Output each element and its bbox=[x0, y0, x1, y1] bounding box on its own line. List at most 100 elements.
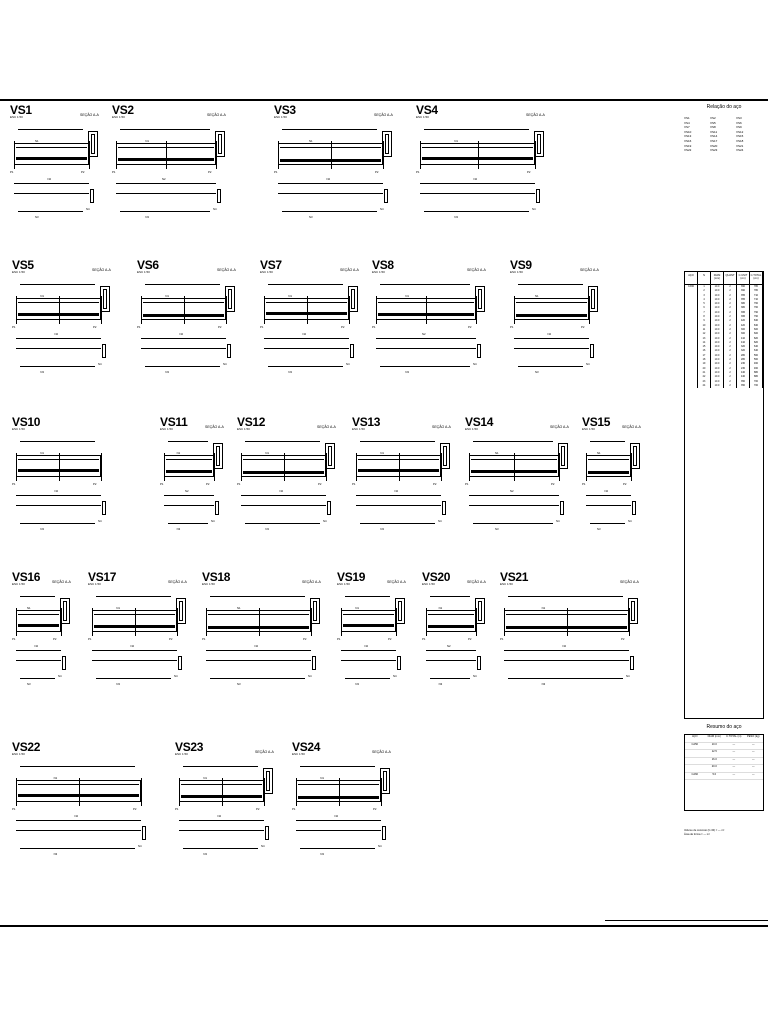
steel-table-cell: 10.0 bbox=[711, 383, 724, 389]
summary-cell: — bbox=[751, 772, 755, 776]
vs17-rebar-label-n4: N4 bbox=[174, 674, 178, 678]
summary-title: Resumo do aço bbox=[706, 724, 742, 730]
vs16-rebar-bottom bbox=[18, 624, 59, 627]
vs18-rebar-label-n4: N4 bbox=[308, 674, 312, 678]
vs15-support-right bbox=[631, 453, 632, 481]
vs22-rebar-label-n4: N4 bbox=[138, 844, 142, 848]
vs18-support-label-left: P1 bbox=[202, 637, 206, 641]
vs16-stirrup-detail bbox=[62, 656, 66, 670]
steel-table-cell: 640 bbox=[750, 345, 763, 350]
relation-item: VS1 bbox=[684, 116, 690, 120]
vs18-support-label-right: P2 bbox=[303, 637, 307, 641]
vs24-support-label-left: P1 bbox=[292, 807, 296, 811]
summary-cell bbox=[685, 765, 705, 772]
steel-table-cell: 395 bbox=[737, 310, 750, 316]
steel-table-cell: 16 bbox=[698, 349, 711, 354]
vs5-rebar-label-n2: N2 bbox=[54, 332, 59, 336]
vs9-support-label-right: P2 bbox=[581, 325, 585, 329]
summary-cell bbox=[685, 750, 705, 757]
vs11-title: VS11 bbox=[160, 415, 188, 429]
vs9-dim-line-1 bbox=[514, 338, 589, 339]
vs19-dim-line-2 bbox=[341, 660, 396, 661]
vs12-title: VS12 bbox=[237, 415, 266, 429]
steel-table-cell bbox=[685, 366, 698, 371]
vs22-title: VS22 bbox=[12, 740, 41, 754]
vs23-bottom-bar bbox=[183, 848, 258, 849]
vs4-support-label-right: P2 bbox=[527, 170, 531, 174]
vs19-bottom-bar bbox=[345, 678, 390, 679]
vs22-rebar-label-n3: N3 bbox=[53, 852, 58, 856]
vs12-rebar-label-n3: N3 bbox=[265, 527, 269, 531]
vs24-rebar-label-n2: N2 bbox=[334, 814, 339, 818]
vs22-dim-line-1 bbox=[16, 820, 141, 821]
vs12-stirrup-detail bbox=[327, 501, 331, 515]
steel-table-cell: 880 bbox=[750, 370, 763, 376]
vs1-scale: ESC 1:50 bbox=[10, 115, 23, 119]
vs2-rebar-label-n3: N3 bbox=[145, 215, 149, 219]
vs19-top-bar bbox=[345, 596, 390, 597]
vs3-dim-line-2 bbox=[278, 193, 383, 194]
vs11-rebar-label-n3: N3 bbox=[176, 527, 181, 531]
steel-table-cell: 20 bbox=[698, 366, 711, 371]
vs1-support-right bbox=[89, 141, 90, 169]
vs11-support-label-left: P1 bbox=[160, 482, 164, 486]
vs2-bottom-bar bbox=[120, 211, 210, 212]
vs6-support-right bbox=[226, 296, 227, 324]
steel-table-cell: 5 bbox=[698, 302, 711, 307]
steel-table-cell: 3 bbox=[698, 293, 711, 298]
summary-cell: 5.0 bbox=[712, 772, 717, 776]
summary-note: Volume de concreto (C-30) = — m³ bbox=[684, 829, 725, 832]
vs23-top-bar bbox=[183, 766, 258, 767]
vs5-support-left bbox=[16, 296, 17, 324]
bottom-border-line bbox=[0, 925, 768, 927]
vs11-rebar-top bbox=[166, 459, 212, 460]
vs6-title: VS6 bbox=[137, 258, 159, 272]
vs22-support-label-right: P2 bbox=[133, 807, 137, 811]
vs20-title: VS20 bbox=[422, 570, 451, 584]
vs6-rebar-label-n4: N4 bbox=[223, 362, 227, 366]
steel-table-cell: 10.0 bbox=[711, 285, 724, 290]
vs17-title: VS17 bbox=[88, 570, 117, 584]
steel-table-cell: 10.0 bbox=[711, 353, 724, 359]
steel-table-cell: 10.0 bbox=[711, 358, 724, 363]
vs2-dim-line-2 bbox=[116, 193, 216, 194]
vs6-scale: ESC 1:50 bbox=[137, 270, 150, 274]
relation-item: VS8 bbox=[710, 125, 716, 130]
vs9-rebar-bottom bbox=[516, 314, 587, 317]
steel-table-cell: 600 bbox=[750, 332, 763, 337]
relation-item: VS23 bbox=[710, 148, 718, 153]
vs10-dim-line-2 bbox=[16, 505, 101, 506]
vs5-rebar-label-n1: N1 bbox=[40, 294, 44, 298]
vs6-rebar-label-n1: N1 bbox=[165, 294, 169, 298]
vs10-scale: ESC 1:50 bbox=[12, 427, 25, 431]
vs3-top-bar bbox=[282, 129, 377, 130]
vs19-support-label-left: P1 bbox=[337, 637, 341, 641]
summary-cell: 10.0 bbox=[711, 742, 717, 746]
vs2-top-bar bbox=[120, 129, 210, 130]
vs21-dim-line-2 bbox=[504, 660, 629, 661]
vs12-section-title: SEÇÃO A-A bbox=[317, 425, 336, 429]
bottom-right-border-line bbox=[605, 920, 768, 921]
vs19-support-label-right: P2 bbox=[388, 637, 392, 641]
steel-table-cell: 10.0 bbox=[711, 375, 724, 380]
vs4-rebar-label-n3: N3 bbox=[454, 215, 458, 219]
steel-table-cell: 13 bbox=[698, 336, 711, 341]
vs15-section-title: SEÇÃO A-A bbox=[622, 425, 641, 429]
vs8-rebar-label-n2: N2 bbox=[422, 332, 426, 336]
vs16-section-title: SEÇÃO A-A bbox=[52, 580, 71, 584]
vs12-dim-line-2 bbox=[241, 505, 326, 506]
steel-table-cell: 2 bbox=[724, 358, 737, 363]
vs4-support-mid bbox=[477, 141, 479, 169]
vs17-section-view bbox=[176, 598, 186, 624]
steel-table-cell: 820 bbox=[750, 336, 763, 341]
